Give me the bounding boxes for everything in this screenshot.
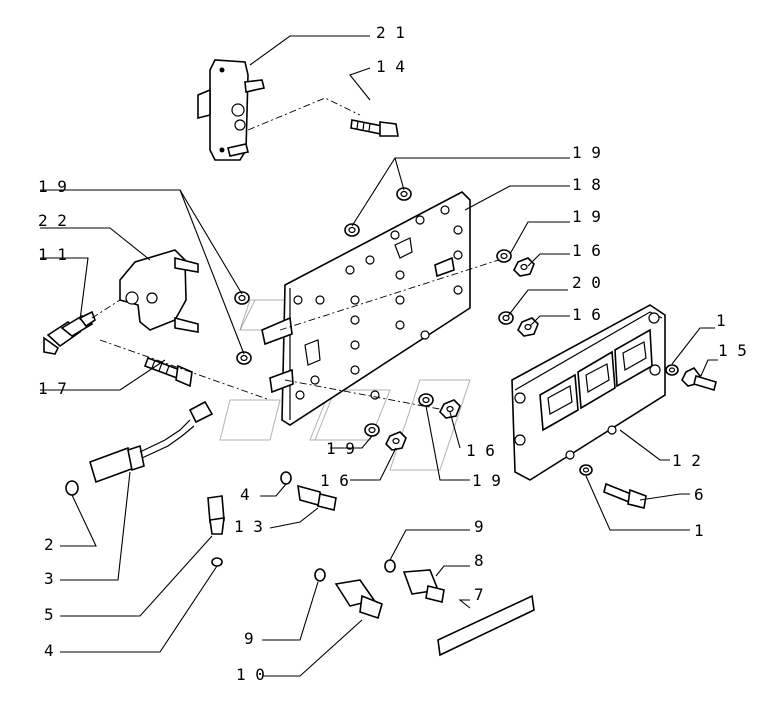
washers-and-nuts (234, 187, 539, 451)
callout-1: 1 (716, 311, 726, 330)
callout-1: 1 (694, 521, 704, 540)
callout-12: 1 2 (672, 451, 701, 470)
callout-8: 8 (474, 551, 484, 570)
part-7-plate (437, 594, 535, 657)
callout-9: 9 (474, 517, 484, 536)
part-8-sensor (384, 559, 445, 603)
callout-17: 1 7 (38, 379, 67, 398)
callout-labels: 2 1 1 4 1 9 1 9 1 8 2 2 1 9 1 1 1 6 2 0 … (38, 23, 747, 684)
callout-18: 1 8 (572, 175, 601, 194)
callout-14: 1 4 (376, 57, 405, 76)
part-11-sensor (43, 299, 121, 355)
callout-7: 7 (474, 585, 484, 604)
callout-5: 5 (44, 605, 54, 624)
callout-19: 1 9 (326, 439, 355, 458)
part-5-sensor (207, 495, 225, 567)
callout-19: 1 9 (38, 177, 67, 196)
callout-16: 1 6 (466, 441, 495, 460)
callout-4: 4 (240, 485, 250, 504)
callout-16: 1 6 (320, 471, 349, 490)
part-12-control-unit (511, 304, 666, 481)
callout-3: 3 (44, 569, 54, 588)
part-1-15-6 (579, 364, 717, 509)
callout-10: 1 0 (236, 665, 265, 684)
callout-6: 6 (694, 485, 704, 504)
callout-4: 4 (44, 641, 54, 660)
callout-20: 2 0 (572, 273, 601, 292)
callout-16: 1 6 (572, 305, 601, 324)
callout-2: 2 (44, 535, 54, 554)
part-17-bolt (143, 356, 193, 388)
part-22-bracket (119, 249, 199, 333)
leader-lines (40, 35, 718, 677)
callout-19: 1 9 (572, 207, 601, 226)
callout-9: 9 (244, 629, 254, 648)
part-21-bracket (197, 59, 265, 161)
part-3-harness (65, 400, 214, 496)
callout-16: 1 6 (572, 241, 601, 260)
callout-13: 1 3 (234, 517, 263, 536)
centerline-17 (99, 339, 271, 401)
callout-15: 1 5 (718, 341, 747, 360)
part-14-bolt (350, 119, 399, 137)
callout-21: 2 1 (376, 23, 405, 42)
callout-19: 1 9 (472, 471, 501, 490)
centerline-21-14 (247, 97, 361, 131)
centerline-plate-1 (279, 257, 506, 331)
part-13-sensor (280, 471, 337, 511)
part-10-sensor (314, 568, 383, 620)
callout-22: 2 2 (38, 211, 67, 230)
part-18-plate (261, 191, 471, 426)
centerline-plate-2 (284, 379, 446, 411)
callout-19: 1 9 (572, 143, 601, 162)
callout-11: 1 1 (38, 245, 67, 264)
